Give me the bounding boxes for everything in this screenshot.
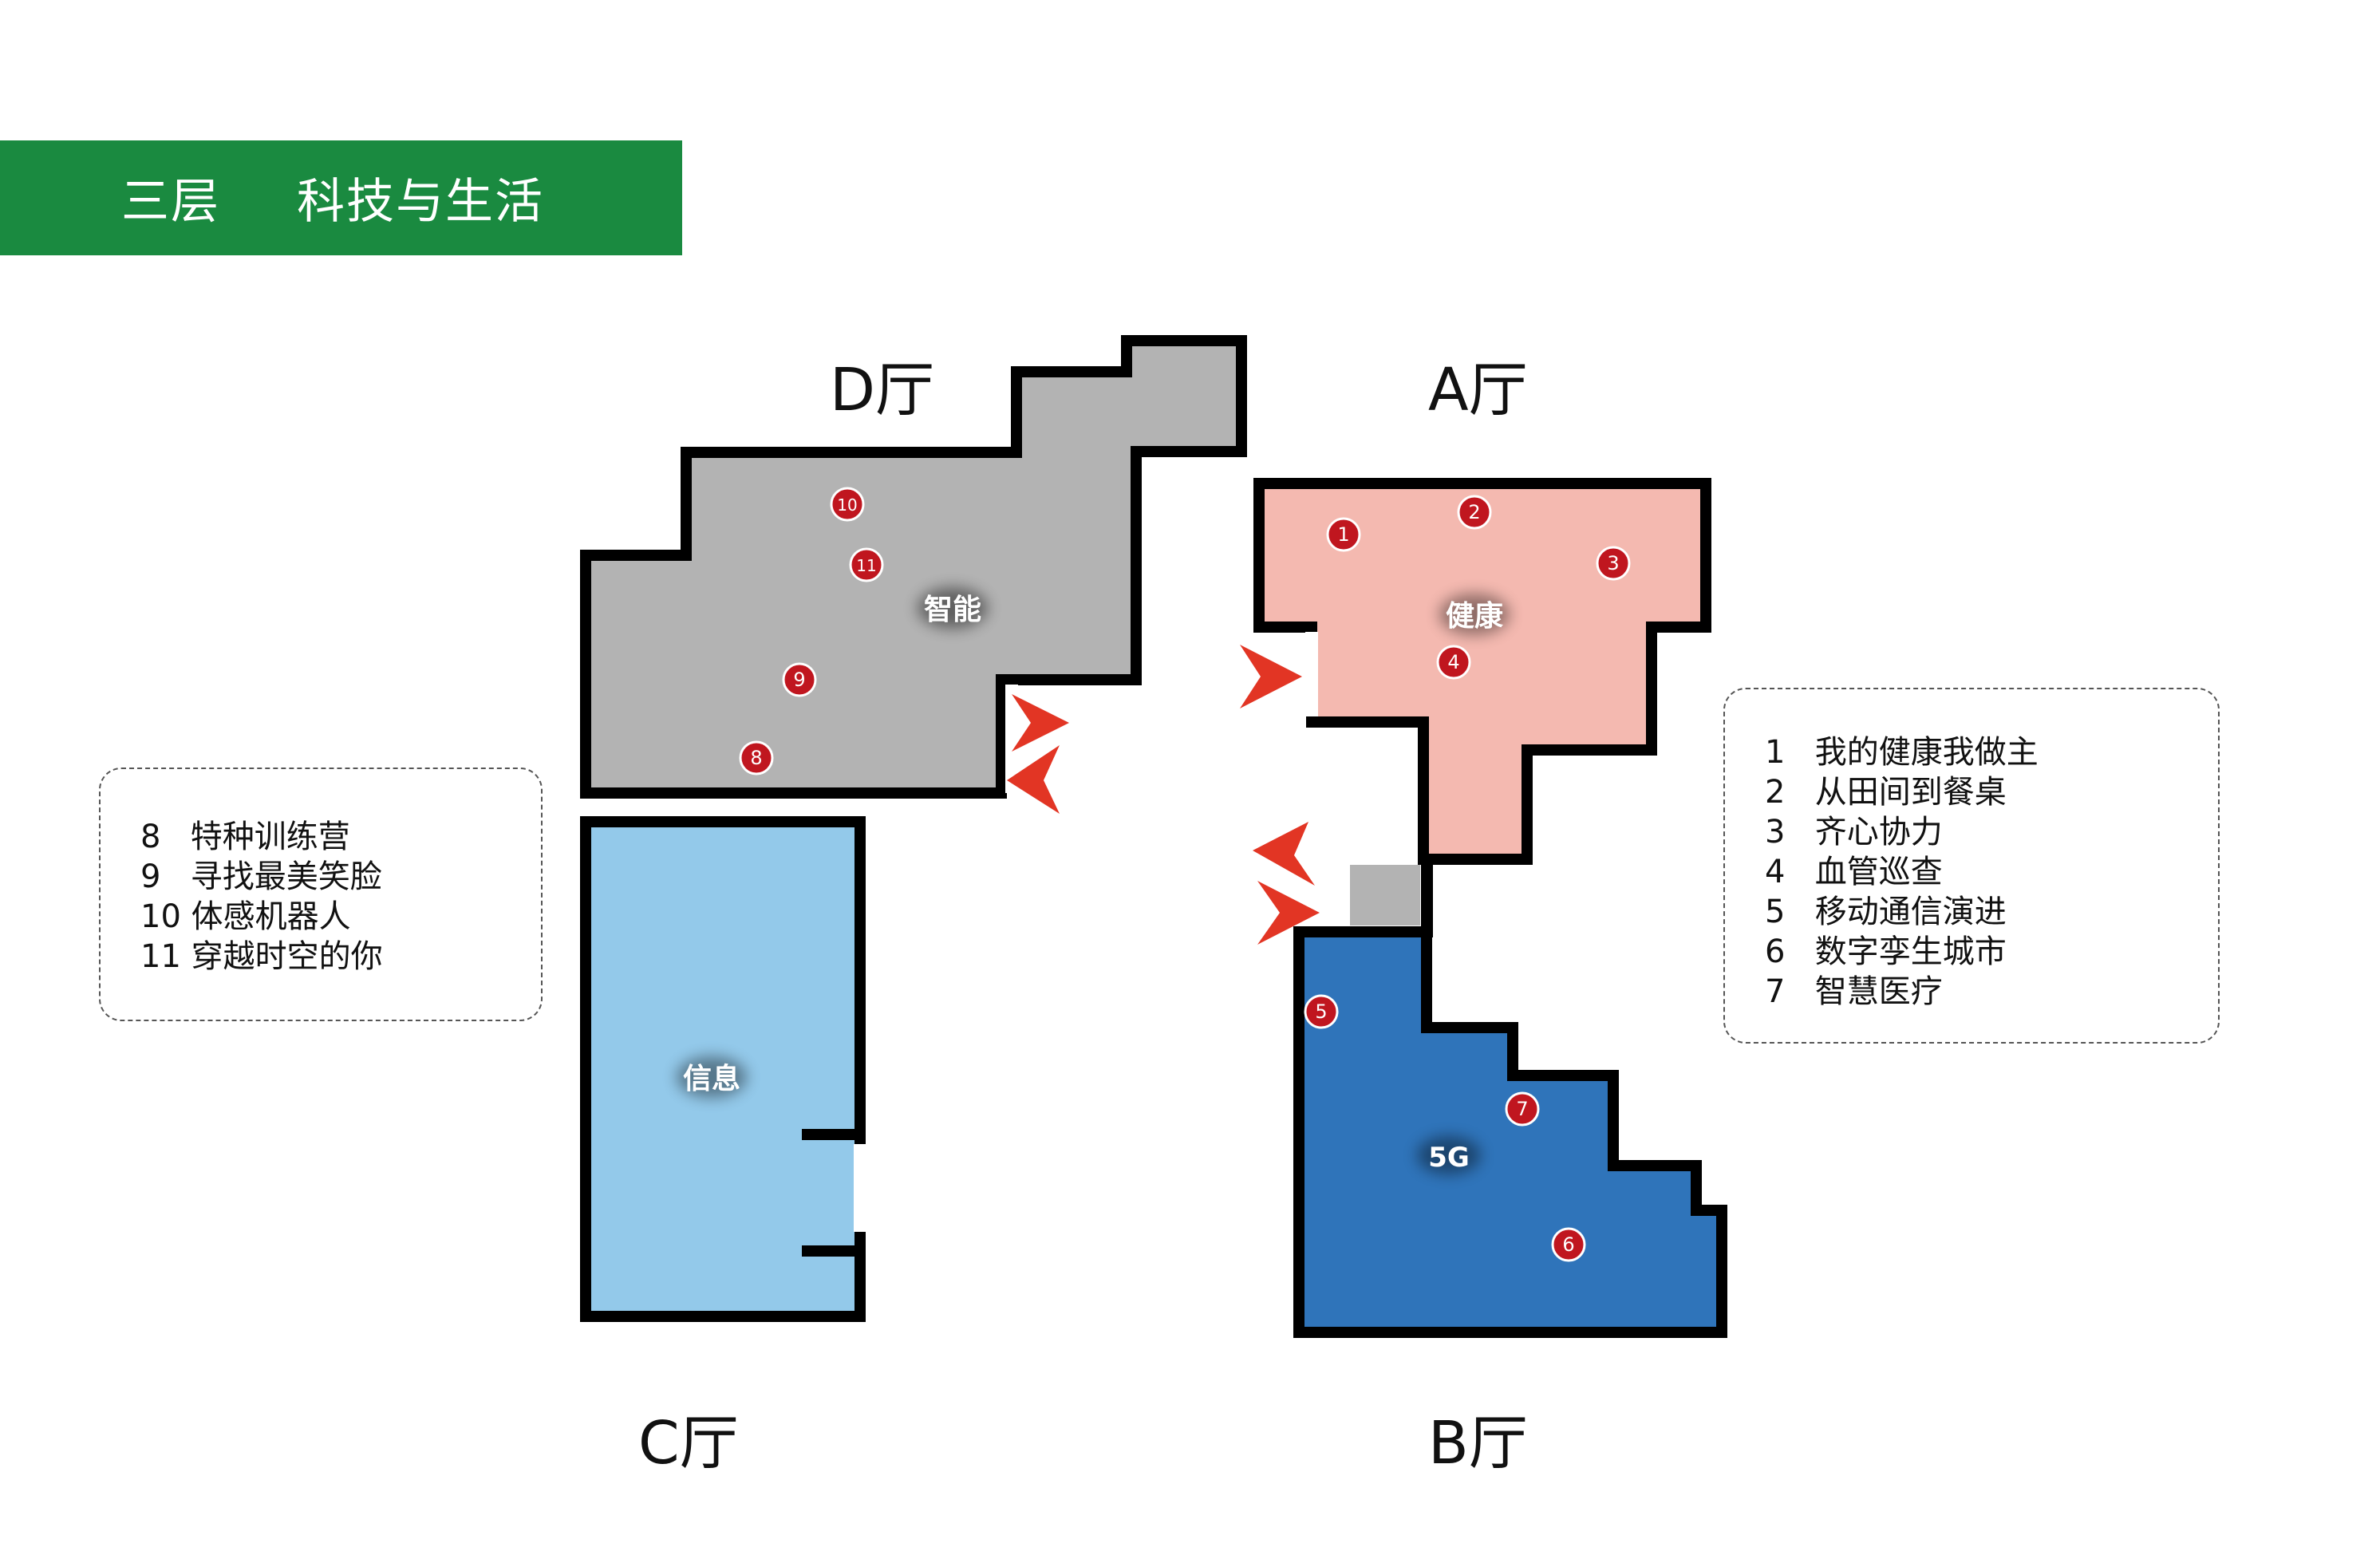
legend-item: 5 移动通信演进 xyxy=(1765,886,2007,932)
legend-item: 3 齐心协力 xyxy=(1765,806,1943,852)
entrance-arrow xyxy=(1253,822,1315,886)
legend-text: 体感机器人 xyxy=(180,898,351,935)
hall-connector xyxy=(1350,865,1420,925)
exhibit-marker-9: 9 xyxy=(782,662,817,697)
legend-text: 寻找最美笑脸 xyxy=(180,858,382,895)
exhibit-marker-6: 6 xyxy=(1551,1227,1586,1262)
legend-text: 特种训练营 xyxy=(180,819,350,855)
hall-label-b: B厅 xyxy=(1428,1409,1528,1478)
floor-header: 三层 科技与生活 xyxy=(0,140,682,255)
legend-number: 10 xyxy=(140,898,181,935)
legend-item: 4 血管巡查 xyxy=(1765,846,1943,892)
exhibit-marker-1: 1 xyxy=(1326,517,1361,552)
legend-text: 穿越时空的你 xyxy=(180,938,383,975)
entrance-arrows xyxy=(1007,645,1320,945)
legend-number: 9 xyxy=(140,858,161,895)
svg-text:6: 6 xyxy=(1562,1233,1574,1256)
legend-item: 1 我的健康我做主 xyxy=(1765,726,2039,772)
hall-a-doorway xyxy=(1305,632,1318,716)
legend-number: 4 xyxy=(1765,854,1786,890)
legend-text: 齐心协力 xyxy=(1805,814,1943,850)
svg-text:5G: 5G xyxy=(1428,1142,1470,1174)
floor-theme: 科技与生活 xyxy=(297,174,544,230)
exhibit-marker-2: 2 xyxy=(1457,495,1492,530)
legend-number: 1 xyxy=(1765,734,1786,771)
entrance-arrow xyxy=(1240,645,1302,708)
legend-item: 8 特种训练营 xyxy=(140,811,350,857)
legend-item: 9 寻找最美笑脸 xyxy=(140,850,382,897)
legend-number: 2 xyxy=(1765,774,1786,811)
svg-text:1: 1 xyxy=(1337,523,1349,546)
svg-text:8: 8 xyxy=(750,747,762,769)
svg-text:3: 3 xyxy=(1607,552,1619,574)
legend-item: 6 数字孪生城市 xyxy=(1765,925,2007,972)
exhibit-marker-7: 7 xyxy=(1505,1091,1540,1127)
exhibit-marker-8: 8 xyxy=(739,740,774,775)
hall-label-d: D厅 xyxy=(830,356,934,424)
legend-item: 7 智慧医疗 xyxy=(1765,965,1943,1012)
svg-text:10: 10 xyxy=(837,495,857,515)
entrance-arrow xyxy=(1012,694,1069,752)
legend-item: 11 穿越时空的你 xyxy=(140,930,383,977)
svg-text:2: 2 xyxy=(1468,501,1480,523)
svg-text:4: 4 xyxy=(1447,651,1459,673)
exhibit-marker-3: 3 xyxy=(1596,546,1631,581)
svg-text:11: 11 xyxy=(856,556,876,575)
svg-text:9: 9 xyxy=(793,669,805,691)
exhibit-marker-10: 10 xyxy=(830,487,865,522)
legend-text: 智慧医疗 xyxy=(1805,973,1943,1010)
legend-number: 7 xyxy=(1765,973,1786,1010)
legend-item: 2 从田间到餐桌 xyxy=(1765,766,2007,812)
floor-title: 三层 xyxy=(121,174,220,230)
exhibit-marker-11: 11 xyxy=(849,547,884,582)
legend-number: 5 xyxy=(1765,894,1786,930)
legend-text: 从田间到餐桌 xyxy=(1805,774,2007,811)
legend-number: 8 xyxy=(140,819,161,855)
legend-text: 数字孪生城市 xyxy=(1805,933,2007,970)
hall-d-room xyxy=(580,335,1247,799)
hall-label-c: C厅 xyxy=(638,1409,739,1478)
legend-number: 6 xyxy=(1765,933,1786,970)
hall-c-doorway xyxy=(854,1144,866,1232)
legend-text: 我的健康我做主 xyxy=(1805,734,2039,771)
zone-label-c: 信息 xyxy=(677,1056,747,1098)
exhibit-marker-4: 4 xyxy=(1436,645,1471,680)
hall-label-a: A厅 xyxy=(1428,356,1528,424)
svg-text:健康: 健康 xyxy=(1446,599,1503,633)
hall-a-room xyxy=(1253,478,1711,865)
legend-number: 11 xyxy=(140,938,181,975)
svg-text:智能: 智能 xyxy=(924,594,981,626)
hall-d-doorway xyxy=(1005,685,1018,793)
zone-label-a: 健康 xyxy=(1439,594,1510,635)
svg-text:7: 7 xyxy=(1516,1098,1528,1120)
legend-text: 血管巡查 xyxy=(1805,854,1943,890)
entrance-arrow xyxy=(1257,881,1320,945)
exhibit-marker-5: 5 xyxy=(1304,994,1339,1029)
entrance-arrow xyxy=(1007,745,1060,814)
svg-text:5: 5 xyxy=(1315,1000,1327,1023)
legend-item: 10 体感机器人 xyxy=(140,890,351,937)
svg-text:信息: 信息 xyxy=(683,1063,740,1095)
legend-text: 移动通信演进 xyxy=(1805,894,2007,930)
zone-label-b: 5G xyxy=(1417,1136,1481,1174)
zone-label-d: 智能 xyxy=(918,587,988,629)
legend-number: 3 xyxy=(1765,814,1786,850)
